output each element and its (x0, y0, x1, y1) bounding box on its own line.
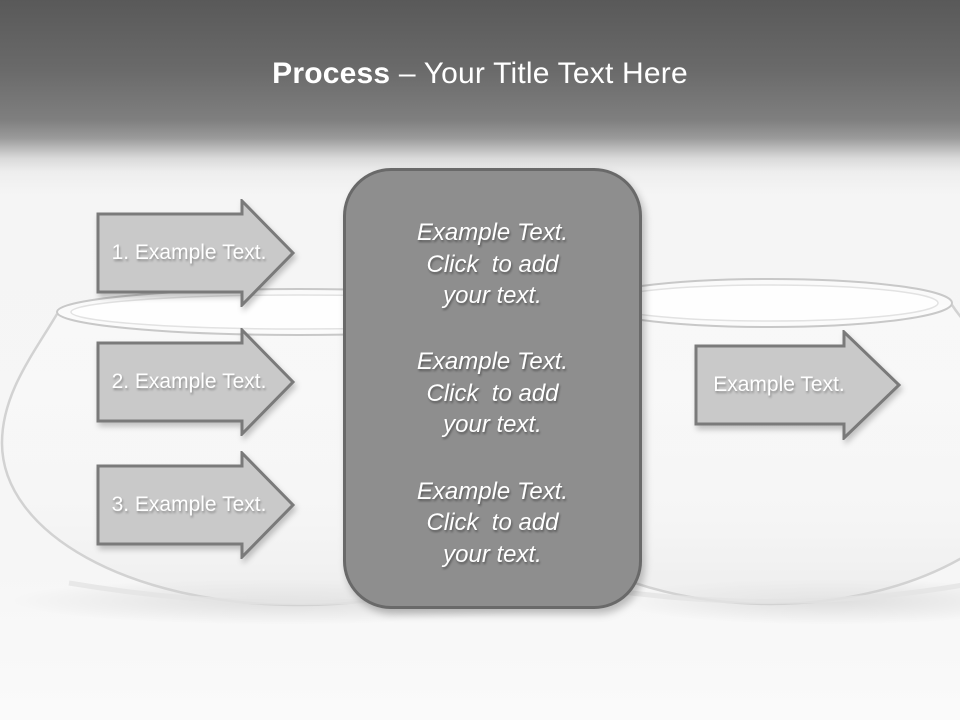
process-arrow-3[interactable]: 3. Example Text. (96, 451, 296, 559)
placeholder-text-line: your text. (443, 540, 542, 568)
placeholder-text-group: Example Text. Click to add your text. (358, 476, 627, 571)
placeholder-text-line: Example Text. (416, 477, 569, 505)
process-arrow-output[interactable]: Example Text. (694, 330, 902, 440)
placeholder-text-line: Example Text. (416, 348, 569, 376)
placeholder-text-group: Example Text. Click to add your text. (358, 217, 627, 312)
process-arrow-2[interactable]: 2. Example Text. (96, 328, 296, 436)
title-rest: – Your Title Text Here (390, 57, 688, 90)
placeholder-text-line: Click to add (426, 250, 559, 278)
right-arrow-icon (694, 330, 902, 440)
right-arrow-icon (96, 451, 296, 559)
placeholder-text-line: Click to add (426, 379, 559, 407)
center-text-content: Example Text. Click to add your text. Ex… (346, 171, 639, 606)
right-arrow-icon (96, 199, 296, 307)
right-arrow-icon (96, 328, 296, 436)
placeholder-text-line: your text. (443, 411, 542, 439)
placeholder-text-group: Example Text. Click to add your text. (358, 346, 627, 441)
slide-title[interactable]: Process – Your Title Text Here (0, 56, 960, 92)
center-text-box[interactable]: Example Text. Click to add your text. Ex… (343, 168, 642, 609)
placeholder-text-line: Click to add (426, 509, 559, 536)
placeholder-text-line: your text. (443, 282, 542, 309)
placeholder-text-line: Example Text. (416, 219, 569, 246)
process-arrow-1[interactable]: 1. Example Text. (96, 199, 296, 307)
title-emphasis: Process (272, 57, 391, 90)
